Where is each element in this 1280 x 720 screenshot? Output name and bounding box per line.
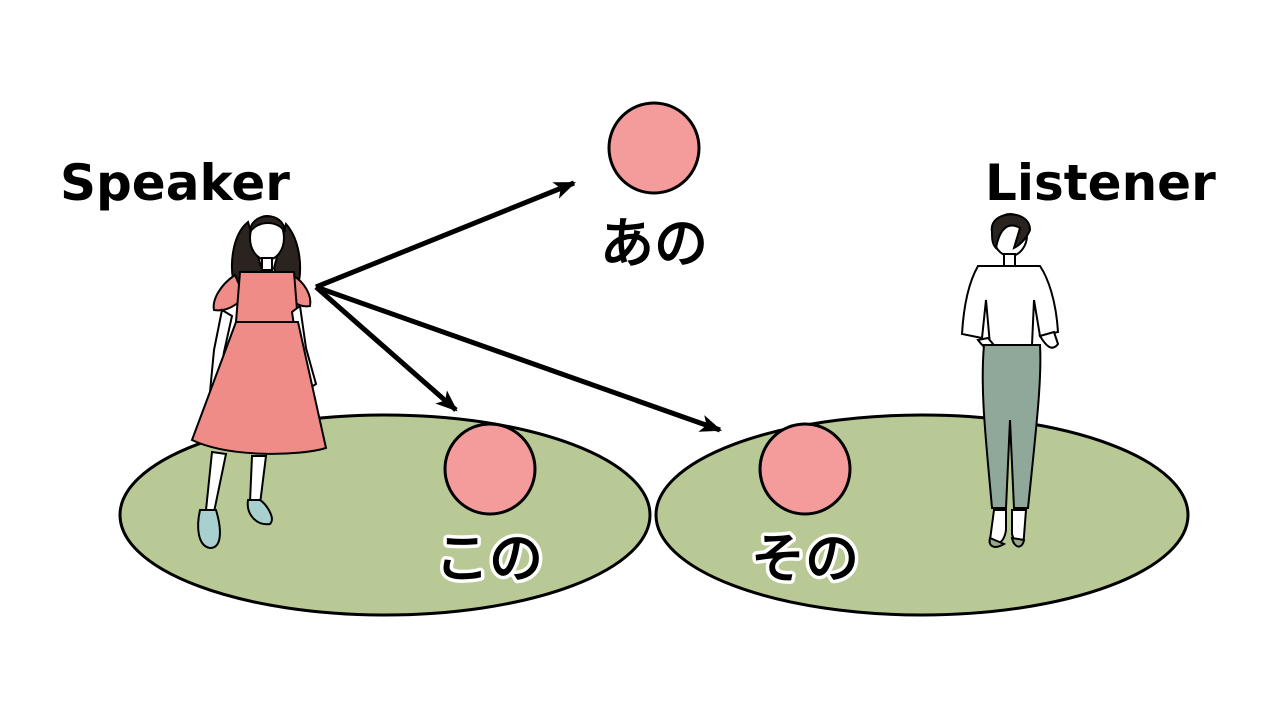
object-sono <box>758 422 852 516</box>
arrow-to-kono <box>314 285 458 412</box>
word-sono: その <box>751 527 859 590</box>
arrow-to-sono <box>315 284 723 433</box>
listener-zone <box>654 413 1190 617</box>
arrow-to-ano <box>315 180 577 290</box>
listener-figure <box>960 213 1060 548</box>
speaker-label: Speaker <box>60 154 290 212</box>
object-ano <box>607 101 701 195</box>
speaker-figure <box>190 215 328 550</box>
object-kono <box>443 422 537 516</box>
listener-label: Listener <box>985 154 1216 212</box>
word-kono: この <box>435 527 543 590</box>
word-ano: あの <box>600 212 708 275</box>
